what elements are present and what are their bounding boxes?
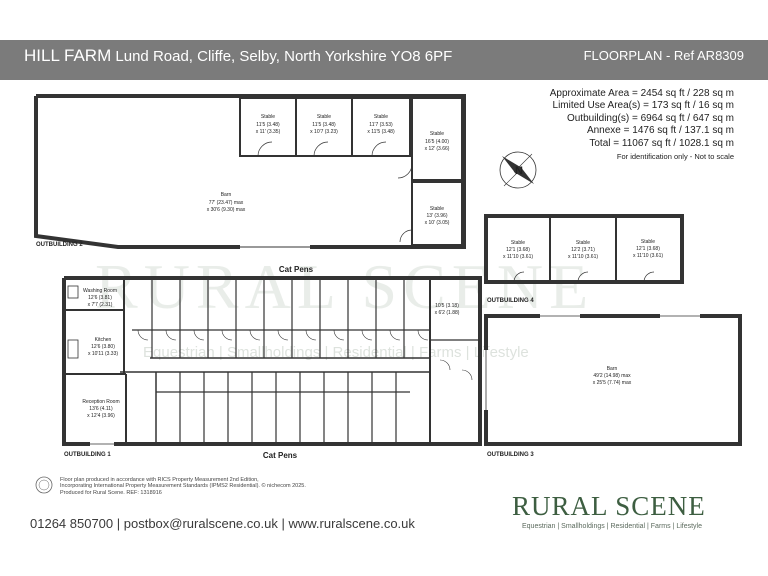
stable7-dim2: x 11'10 (3.61) (568, 254, 598, 260)
cat-pens-top (132, 280, 430, 358)
cat-pens-bottom-label: Cat Pens (263, 451, 298, 460)
logo-sub-text: Equestrian | Smallholdings | Residential… (521, 523, 703, 530)
kitchen-dim1: 12'6 (3.80) (91, 344, 115, 350)
stable2-dim1: 11'5 (3.48) (312, 122, 336, 128)
watermark-subtext: Equestrian | Smallholdings | Residential… (143, 344, 529, 361)
annexe-area: Annexe = 1476 sq ft / 137.1 sq m (586, 125, 734, 137)
outbuilding-4-walls (484, 214, 684, 284)
approx-area: Approximate Area = 2454 sq ft / 228 sq m (549, 88, 734, 99)
barn1-dim1: 77' (23.47) max (209, 200, 244, 206)
stable1-dim2: x 11' (3.35) (256, 129, 281, 135)
stable5-name: Stable (430, 206, 444, 212)
footer-line-1: Floor plan produced in accordance with R… (60, 477, 259, 483)
pen-corridor (430, 339, 478, 381)
stable8-dim1: 12'1 (3.68) (636, 246, 660, 252)
stable8-dim2: x 11'10 (3.61) (633, 253, 663, 259)
total-area: Total = 11067 sq ft / 1028.1 sq m (589, 137, 734, 149)
footer-line-2: Incorporating International Property Mea… (60, 483, 306, 490)
kitchen-counter-icon (67, 339, 79, 359)
kitchen-dim2: x 10'11 (3.33) (88, 351, 118, 357)
property-title: HILL FARM Lund Road, Cliffe, Selby, Nort… (24, 46, 452, 66)
stable6-name: Stable (511, 240, 525, 246)
reception-dim2: x 12'4 (3.96) (87, 413, 115, 419)
stable8-name: Stable (641, 239, 655, 245)
limited-area: Limited Use Area(s) = 173 sq ft / 16 sq … (552, 100, 734, 112)
stable7-name: Stable (576, 240, 590, 246)
washing-name: Washing Room (83, 288, 117, 294)
stable4-name: Stable (430, 131, 444, 137)
cat-pens-top-label: Cat Pens (279, 265, 314, 274)
stable2-name: Stable (317, 114, 331, 120)
stable1-name: Stable (261, 114, 275, 120)
footer-note: Floor plan produced in accordance with R… (60, 477, 306, 496)
footer-line-3: Produced for Rural Scene. REF: 1318916 (60, 489, 162, 496)
pen-dim2: x 6'2 (1.88) (435, 310, 460, 316)
washing-dim2: x 7'7 (2.31) (88, 302, 113, 308)
stable7-dim1: 12'2 (3.71) (571, 247, 595, 253)
stable5-dim1: 13' (3.96) (427, 213, 448, 219)
identification-note: For identification only - Not to scale (616, 152, 734, 162)
stable3-dim2: x 11'5 (3.48) (367, 129, 395, 135)
compass-icon: N (499, 151, 537, 189)
watermark-text: RURAL SCENE (95, 251, 595, 322)
logo-main-text: RURAL SCENE (512, 491, 706, 521)
stable4-dim1: 16'5 (4.00) (425, 139, 449, 145)
stable3-dim1: 11'7 (3.53) (369, 122, 393, 128)
outbuildings-area: Outbuilding(s) = 6964 sq ft / 647 sq m (566, 112, 734, 124)
stable3-name: Stable (374, 114, 388, 120)
stable4-dim2: x 12' (3.66) (425, 146, 450, 152)
rics-logo-icon (35, 476, 53, 494)
property-address: Lund Road, Cliffe, Selby, North Yorkshir… (115, 48, 453, 65)
stable1-dim1: 11'5 (3.48) (256, 122, 280, 128)
outbuilding-1-label: OUTBUILDING 1 (64, 452, 111, 458)
outbuilding-4-label: OUTBUILDING 4 (487, 298, 534, 304)
contact-line: 01264 850700 | postbox@ruralscene.co.uk … (30, 516, 415, 531)
floorplan-ref: FLOORPLAN - Ref AR8309 (583, 48, 744, 63)
outbuilding-2-walls (34, 94, 466, 249)
barn2-name: Barn (607, 366, 618, 372)
pen-dim1: 10'5 (3.18) (435, 303, 459, 309)
rural-scene-logo: RURAL SCENE Equestrian | Smallholdings |… (512, 491, 740, 530)
stable6-dim1: 12'1 (3.68) (506, 247, 530, 253)
header-bar: HILL FARM Lund Road, Cliffe, Selby, Nort… (0, 40, 768, 80)
outbuilding-2-label: OUTBUILDING 2 (36, 242, 83, 248)
property-name: HILL FARM (24, 46, 112, 65)
outbuilding-3-walls (484, 314, 742, 446)
stable6-dim2: x 11'10 (3.61) (503, 254, 533, 260)
washing-machine-icon (67, 285, 79, 299)
barn2-dim2: x 25'5 (7.74) max (593, 380, 632, 386)
barn1-name: Barn (221, 192, 232, 198)
outbuilding-3-label: OUTBUILDING 3 (487, 452, 534, 458)
barn2-dim1: 49'2 (14.98) max (593, 373, 631, 379)
washing-dim1: 12'6 (3.81) (88, 295, 112, 301)
barn1-dim2: x 30'6 (9.30) max (207, 207, 246, 213)
outbuilding-1-walls (62, 276, 482, 446)
reception-dim1: 13'6 (4.11) (89, 406, 113, 412)
stable2-dim2: x 10'7 (3.23) (310, 129, 338, 135)
compass-letter: N (515, 165, 523, 177)
kitchen-name: Kitchen (95, 337, 112, 343)
stable5-dim2: x 10' (3.05) (425, 220, 450, 226)
cat-pens-bottom (156, 372, 410, 442)
reception-name: Reception Room (82, 399, 119, 405)
area-summary: Approximate Area = 2454 sq ft / 228 sq m… (550, 88, 734, 163)
